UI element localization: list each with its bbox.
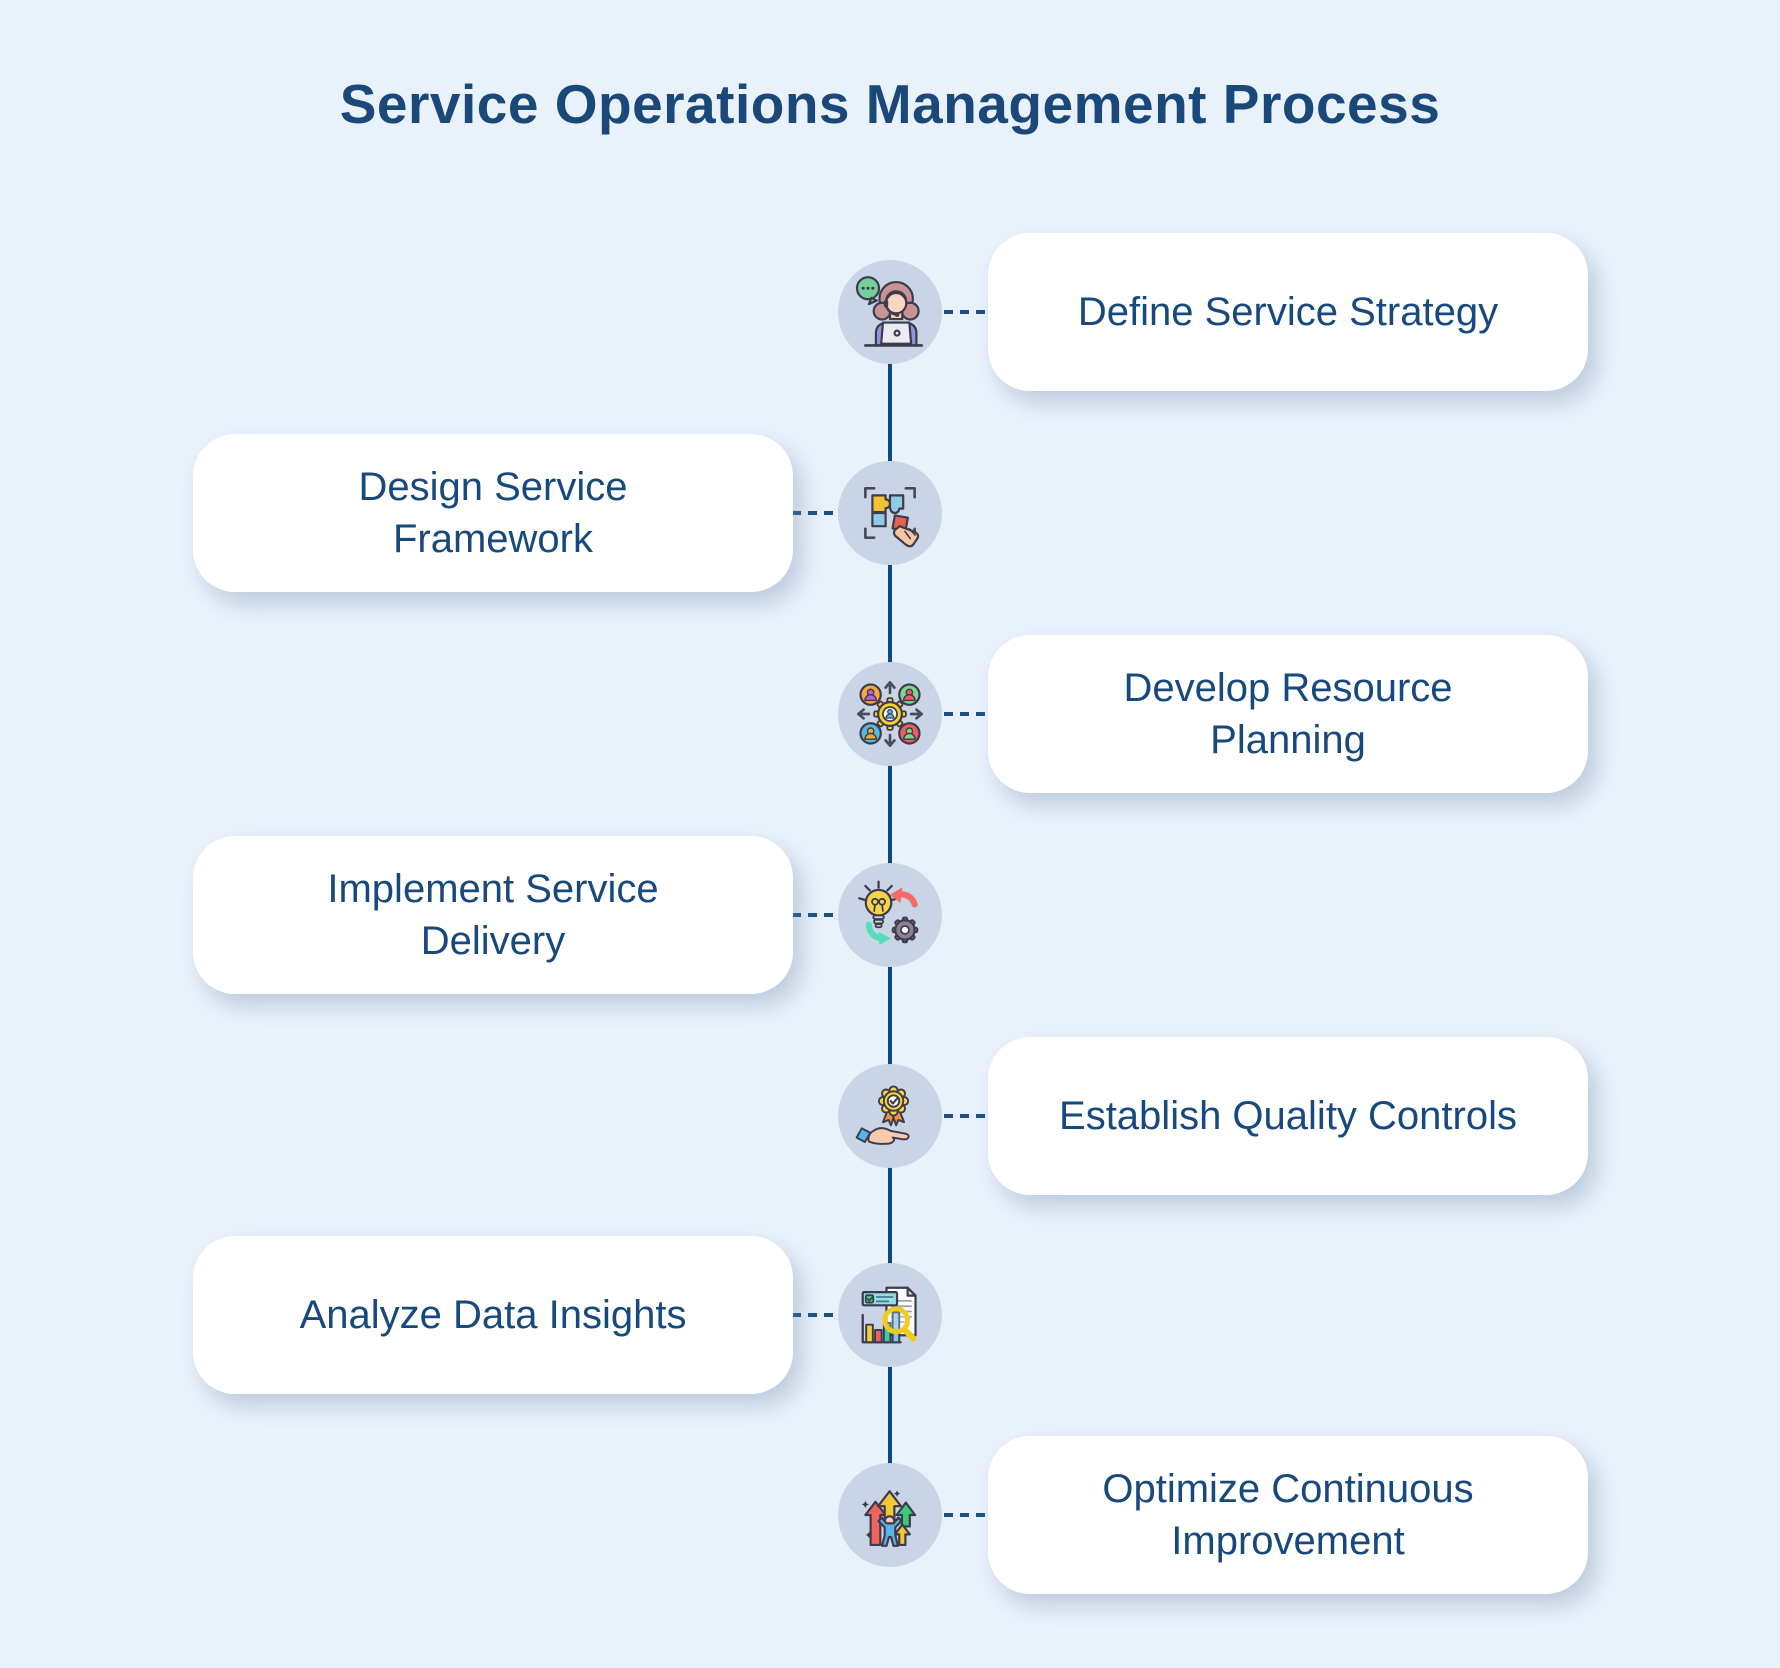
dotted-connector: [792, 1313, 836, 1317]
step-node: [838, 1263, 942, 1367]
dotted-connector: [944, 310, 988, 314]
dotted-connector: [792, 913, 836, 917]
step-card: Define Service Strategy: [988, 233, 1588, 391]
step-label: Analyze Data Insights: [299, 1293, 687, 1337]
step-node: [838, 461, 942, 565]
step-label: Establish Quality Controls: [1059, 1094, 1517, 1138]
step-node: [838, 1064, 942, 1168]
step-card: Design Service Framework: [193, 434, 793, 592]
dotted-connector: [944, 1513, 988, 1517]
step-node: [838, 863, 942, 967]
dotted-connector: [944, 1114, 988, 1118]
chart-document-magnifier-icon: [861, 1286, 917, 1344]
puzzle-assembly-icon: [864, 487, 920, 548]
dotted-connector: [792, 511, 836, 515]
support-agent-icon: [855, 276, 924, 347]
step-node: [838, 260, 942, 364]
step-card: Analyze Data Insights: [193, 1236, 793, 1394]
growth-arrows-icon: [861, 1490, 917, 1547]
step-label: Design Service Framework: [358, 465, 628, 561]
team-resource-network-icon: [857, 681, 924, 748]
step-label: Optimize Continuous Improvement: [1102, 1467, 1474, 1563]
step-card: Implement Service Delivery: [193, 836, 793, 994]
step-node: [838, 1463, 942, 1567]
dotted-connector: [944, 712, 988, 716]
step-card: Develop Resource Planning: [988, 635, 1588, 793]
step-label: Implement Service Delivery: [327, 867, 659, 963]
step-card: Optimize Continuous Improvement: [988, 1436, 1588, 1594]
step-label: Develop Resource Planning: [1123, 666, 1453, 762]
step-node: [838, 662, 942, 766]
step-card: Establish Quality Controls: [988, 1037, 1588, 1195]
idea-to-process-icon: [858, 880, 919, 945]
quality-badge-hand-icon: [855, 1085, 910, 1145]
page-title: Service Operations Management Process: [339, 73, 1441, 135]
step-label: Define Service Strategy: [1077, 290, 1499, 334]
